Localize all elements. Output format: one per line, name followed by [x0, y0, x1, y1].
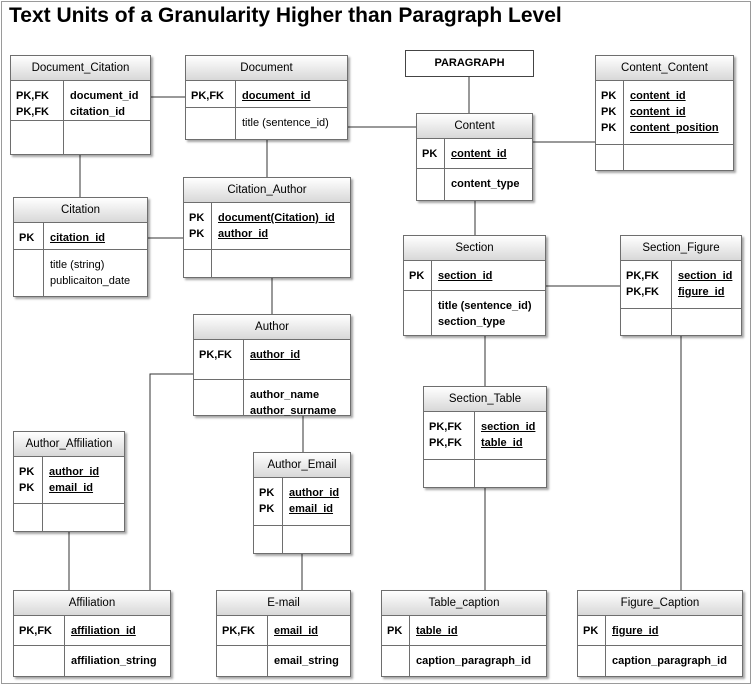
entity-title: Section_Figure: [621, 236, 741, 261]
pk-attribute: author_id: [218, 228, 269, 240]
attribute: author_surname: [250, 405, 337, 416]
entity-author-email[interactable]: Author_Email PK PK author_id email_id: [253, 452, 351, 554]
entity-citation[interactable]: Citation PK citation_id title (string) pu…: [13, 197, 148, 297]
attribute: caption_paragraph_id: [416, 655, 531, 667]
pk-attribute: affiliation_id: [71, 625, 136, 637]
key-label: PK,FK: [429, 437, 462, 449]
connector-author-affiliation: [149, 373, 193, 590]
pk-attribute: author_id: [49, 466, 100, 478]
pk-attribute: content_id: [630, 106, 686, 118]
key-label: PK,FK: [199, 349, 232, 361]
pk-attribute: content_id: [630, 90, 686, 102]
entity-section[interactable]: Section PK section_id title (sentence_id…: [403, 235, 546, 336]
key-label: PK,FK: [222, 625, 255, 637]
entity-document[interactable]: Document PK,FK document_id title (senten…: [185, 55, 348, 140]
key-label: PK: [409, 270, 425, 282]
pk-attribute: section_id: [678, 270, 733, 282]
key-label: PK: [19, 482, 35, 494]
entity-title: Content_Content: [596, 56, 733, 81]
attribute: content_type: [451, 178, 520, 190]
pk-attribute: citation_id: [50, 232, 106, 244]
attribute: title (string): [50, 259, 105, 271]
paragraph-box: PARAGRAPH: [405, 50, 534, 77]
key-label: PK: [19, 232, 35, 244]
attribute: title (sentence_id): [438, 300, 532, 312]
entity-title: Table_caption: [382, 591, 546, 616]
entity-affiliation[interactable]: Affiliation PK,FK affiliation_id affilia…: [13, 590, 171, 677]
entity-document-citation[interactable]: Document_Citation PK,FK PK,FK document_id…: [10, 55, 151, 155]
entity-title: Figure_Caption: [578, 591, 742, 616]
entity-title: Document_Citation: [11, 56, 150, 81]
key-label: PK: [583, 625, 599, 637]
attribute: publicaiton_date: [50, 275, 131, 287]
pk-attribute: email_id: [274, 625, 319, 637]
entity-title: Content: [417, 114, 532, 139]
entity-table-caption[interactable]: Table_caption PK table_id caption_paragr…: [381, 590, 547, 677]
entity-citation-author[interactable]: Citation_Author PK PK document(Citation)_…: [183, 177, 351, 278]
pk-attribute: author_id: [289, 487, 340, 499]
pk-attribute: table_id: [416, 625, 458, 637]
diagram-title: Text Units of a Granularity Higher than …: [9, 4, 562, 27]
entity-title: Citation: [14, 198, 147, 223]
pk-attribute: citation_id: [70, 106, 126, 118]
entity-title: Section: [404, 236, 545, 261]
key-label: PK: [189, 212, 205, 224]
entity-email[interactable]: E-mail PK,FK email_id email_string: [216, 590, 351, 677]
key-label: PK: [259, 503, 275, 515]
key-label: PK: [259, 487, 275, 499]
entity-title: Affiliation: [14, 591, 170, 616]
entity-author-affiliation[interactable]: Author_Affiliation PK PK author_id email_i…: [13, 431, 125, 532]
pk-attribute: section_id: [481, 421, 536, 433]
entity-title: Author: [194, 315, 350, 340]
pk-attribute: author_id: [250, 349, 301, 361]
pk-attribute: content_position: [630, 122, 719, 134]
key-label: PK,FK: [191, 90, 224, 102]
attribute: section_type: [438, 316, 506, 328]
attribute: title (sentence_id): [242, 117, 329, 129]
key-label: PK: [601, 106, 617, 118]
attribute: email_string: [274, 655, 339, 667]
key-label: PK,FK: [19, 625, 52, 637]
entity-title: Author_Email: [254, 453, 350, 478]
pk-attribute: email_id: [49, 482, 94, 494]
entity-content[interactable]: Content PK content_id content_type: [416, 113, 533, 201]
pk-attribute: document(Citation)_id: [218, 212, 335, 224]
key-label: PK,FK: [626, 286, 659, 298]
entity-title: Citation_Author: [184, 178, 350, 203]
key-label: PK: [601, 122, 617, 134]
key-label: PK: [19, 466, 35, 478]
attribute: author_name: [250, 389, 320, 401]
entity-title: Author_Affiliation: [14, 432, 124, 457]
key-label: PK: [189, 228, 205, 240]
entity-title: Document: [186, 56, 347, 81]
pk-attribute: document_id: [70, 90, 139, 102]
pk-attribute: table_id: [481, 437, 523, 449]
pk-attribute: content_id: [451, 148, 507, 160]
pk-attribute: figure_id: [612, 625, 659, 637]
key-label: PK,FK: [626, 270, 659, 282]
pk-attribute: email_id: [289, 503, 334, 515]
entity-figure-caption[interactable]: Figure_Caption PK figure_id caption_para…: [577, 590, 743, 677]
pk-attribute: document_id: [242, 90, 311, 102]
pk-attribute: section_id: [438, 270, 493, 282]
key-label: PK,FK: [16, 106, 49, 118]
key-label: PK: [601, 90, 617, 102]
key-label: PK,FK: [429, 421, 462, 433]
key-label: PK: [387, 625, 403, 637]
entity-title: E-mail: [217, 591, 350, 616]
entity-title: Section_Table: [424, 387, 546, 412]
attribute: affiliation_string: [71, 655, 157, 667]
key-label: PK: [422, 148, 438, 160]
key-label: PK,FK: [16, 90, 49, 102]
pk-attribute: figure_id: [678, 286, 725, 298]
attribute: caption_paragraph_id: [612, 655, 727, 667]
